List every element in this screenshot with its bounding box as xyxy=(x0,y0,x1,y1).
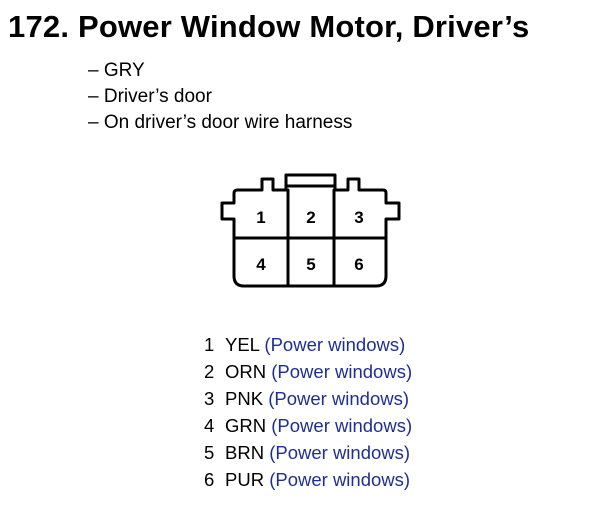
pin-number: 1 xyxy=(204,334,215,355)
detail-harness: – On driver’s door wire harness xyxy=(88,110,352,136)
pin-number: 3 xyxy=(204,388,215,409)
wire-color: ORN xyxy=(225,361,267,382)
connector-diagram: 1 2 3 4 5 6 xyxy=(220,173,401,288)
detail-text: On driver’s door wire harness xyxy=(103,112,353,133)
pin-label-4: 4 xyxy=(256,255,266,274)
page-title: 172. Power Window Motor, Driver’s xyxy=(8,9,530,44)
detail-location: – Driver’s door xyxy=(88,84,352,110)
circuit-description: (Power windows) xyxy=(271,415,413,436)
dash-marker: – xyxy=(88,86,99,107)
pinout-row: 6 PUR (Power windows) xyxy=(204,466,412,493)
dash-marker: – xyxy=(88,60,99,81)
pin-number: 4 xyxy=(204,415,215,436)
detail-text: Driver’s door xyxy=(103,86,212,107)
wire-color: YEL xyxy=(225,334,260,355)
circuit-description: (Power windows) xyxy=(269,442,411,463)
pin-number: 6 xyxy=(204,469,215,490)
pin-label-6: 6 xyxy=(354,255,363,274)
circuit-description: (Power windows) xyxy=(268,388,410,409)
pinout-row: 4 GRN (Power windows) xyxy=(204,412,412,439)
pin-label-5: 5 xyxy=(306,255,315,274)
pin-label-2: 2 xyxy=(306,208,315,227)
pin-label-1: 1 xyxy=(256,208,265,227)
pin-label-3: 3 xyxy=(354,208,363,227)
wire-color: PUR xyxy=(225,469,265,490)
detail-color: – GRY xyxy=(88,58,352,84)
pinout-list: 1 YEL (Power windows) 2 ORN (Power windows… xyxy=(204,331,412,493)
pinout-row: 5 BRN (Power windows) xyxy=(204,439,412,466)
pinout-row: 1 YEL (Power windows) xyxy=(204,331,412,358)
connector-details-list: – GRY – Driver’s door – On driver’s door… xyxy=(88,58,352,136)
pin-number: 5 xyxy=(204,442,215,463)
detail-text: GRY xyxy=(103,60,145,81)
circuit-description: (Power windows) xyxy=(271,361,413,382)
circuit-description: (Power windows) xyxy=(264,334,406,355)
wire-color: PNK xyxy=(225,388,264,409)
pinout-row: 2 ORN (Power windows) xyxy=(204,358,412,385)
pin-number: 2 xyxy=(204,361,215,382)
dash-marker: – xyxy=(88,112,99,133)
wire-color: GRN xyxy=(225,415,267,436)
wire-color: BRN xyxy=(225,442,265,463)
connector-outline xyxy=(220,173,401,288)
pinout-row: 3 PNK (Power windows) xyxy=(204,385,412,412)
circuit-description: (Power windows) xyxy=(269,469,411,490)
